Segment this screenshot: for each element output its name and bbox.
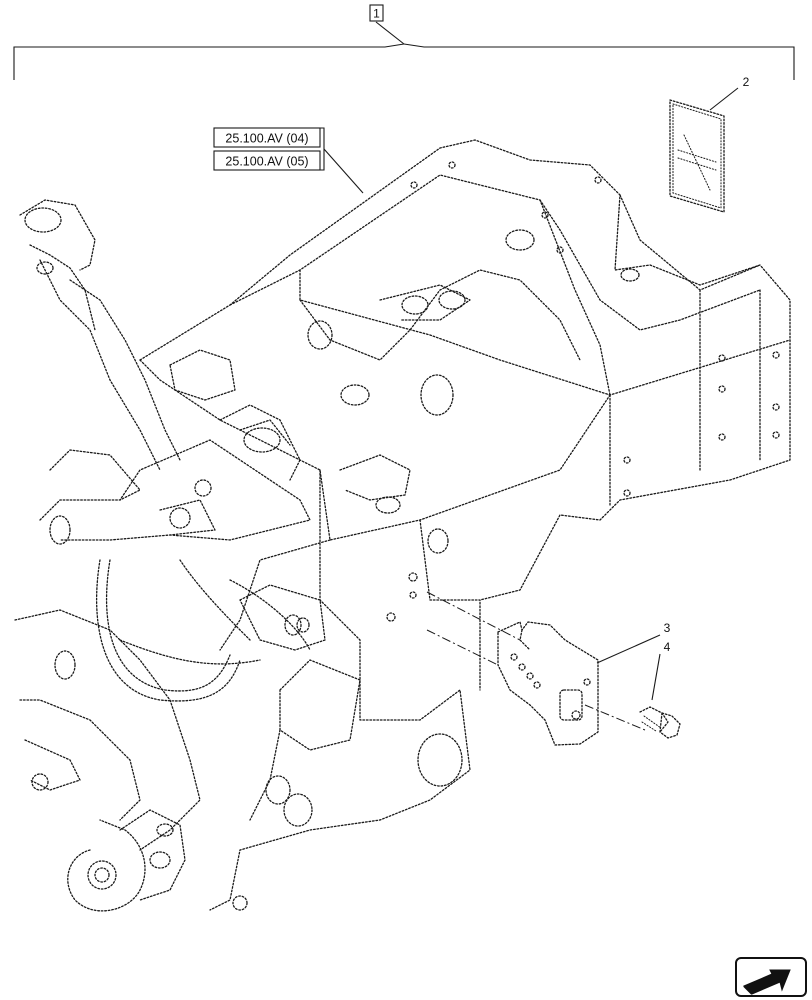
bolt: 4 [639, 640, 681, 739]
assembly-bracket: 1 [13, 4, 795, 80]
callout-1[interactable]: 1 [373, 7, 380, 21]
front-support-frame [14, 139, 791, 912]
callout-4[interactable]: 4 [664, 640, 671, 654]
callout-2[interactable]: 2 [743, 75, 750, 89]
mounting-bracket: 3 [497, 621, 671, 746]
reference-link-04[interactable]: 25.100.AV (04) [225, 132, 308, 146]
assembly-axes [426, 591, 646, 731]
operator-manual: 2 [669, 75, 750, 213]
reference-boxes: 25.100.AV (04) 25.100.AV (05) [213, 127, 364, 194]
callout-3[interactable]: 3 [664, 621, 671, 635]
reference-link-05[interactable]: 25.100.AV (05) [225, 155, 308, 169]
arrow-icon[interactable] [735, 957, 807, 997]
